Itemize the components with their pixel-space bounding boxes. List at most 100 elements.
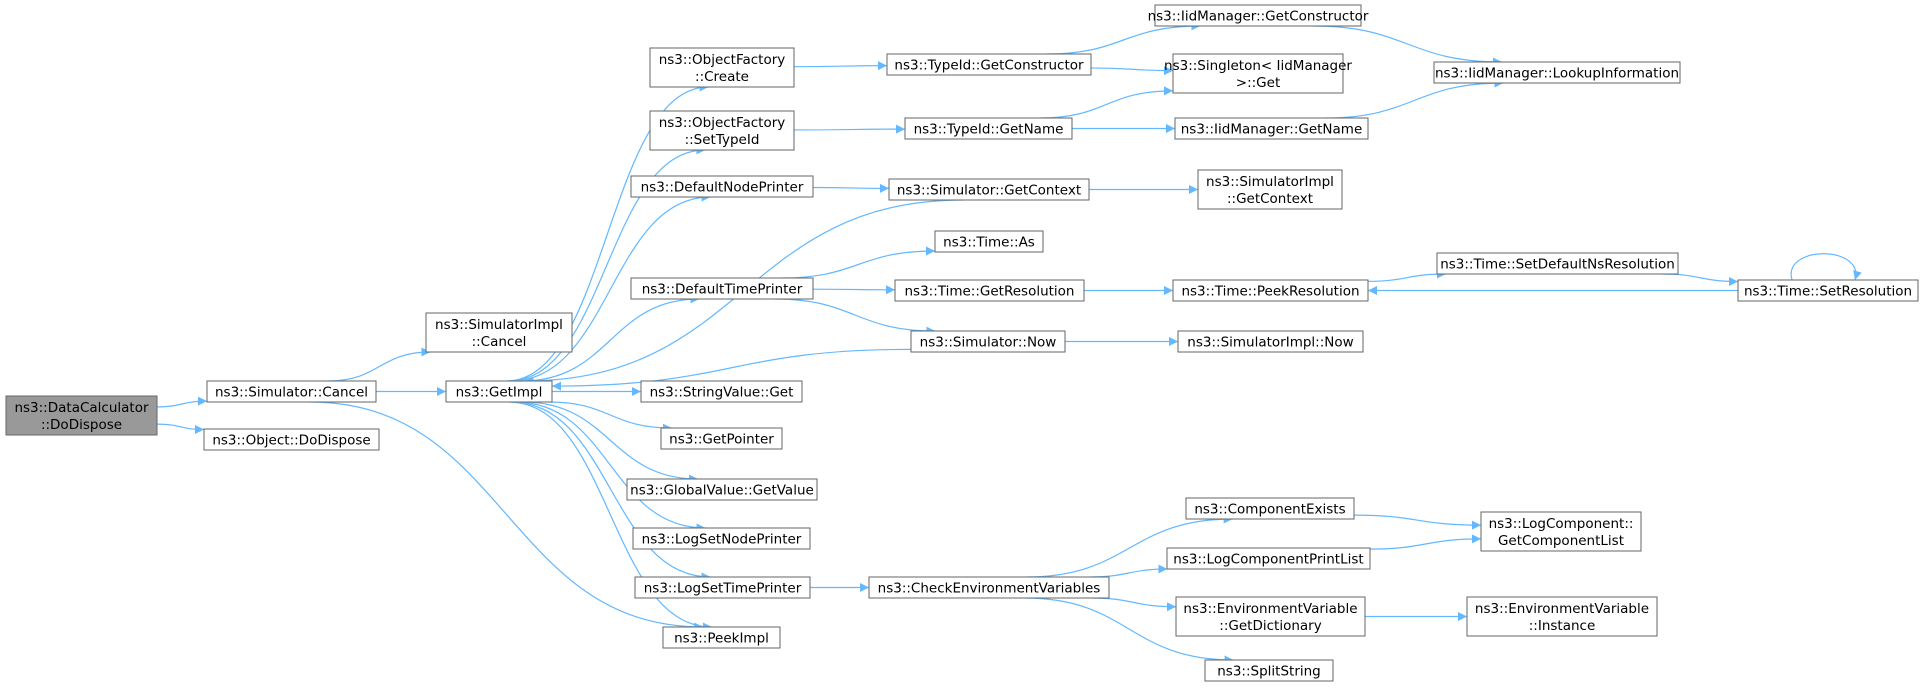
node-box <box>626 478 818 501</box>
node-simulator_getcontext[interactable]: ns3::Simulator::GetContext <box>888 178 1090 201</box>
edge-time_setresolution-to-time_setresolution <box>1790 253 1862 281</box>
node-box <box>1436 252 1679 275</box>
node-label: ns3::Time::As <box>943 235 1035 251</box>
edge-logcomponentprintlist-to-logcomponent_getcomponentlist <box>1369 534 1482 550</box>
edge-defaulttimeprinter-to-time_as <box>781 246 936 279</box>
node-iidmanager_getname[interactable]: ns3::IidManager::GetName <box>1174 117 1369 140</box>
edge-typeid_getconstructor-to-iidmanager_getconstructor <box>1046 21 1201 55</box>
node-box <box>1197 169 1343 210</box>
node-box <box>1172 53 1344 94</box>
node-label: ns3::IidManager::LookupInformation <box>1435 66 1679 82</box>
node-label: ns3::StringValue::Get <box>650 385 794 401</box>
node-splitstring[interactable]: ns3::SplitString <box>1204 659 1334 682</box>
node-box <box>886 53 1092 76</box>
node-box <box>630 175 814 198</box>
edge-getimpl-to-peekimpl <box>508 401 713 632</box>
edge-iidmanager_getname-to-iidmanager_lookupinformation <box>1325 78 1504 119</box>
node-object_dodispose[interactable]: ns3::Object::DoDispose <box>203 428 380 451</box>
edge-checkenvvars-to-componentexists <box>1026 514 1233 578</box>
node-envvar_getdictionary[interactable]: ns3::EnvironmentVariable::GetDictionary <box>1175 596 1366 637</box>
node-simimpl_now[interactable]: ns3::SimulatorImpl::Now <box>1177 330 1364 353</box>
node-simimpl_getcontext[interactable]: ns3::SimulatorImpl::GetContext <box>1197 169 1343 210</box>
node-time_as[interactable]: ns3::Time::As <box>934 230 1044 253</box>
node-getimpl[interactable]: ns3::GetImpl <box>445 380 553 403</box>
node-label: ns3::ComponentExists <box>1194 502 1345 518</box>
node-label: ns3::TypeId::GetConstructor <box>894 58 1084 74</box>
node-box <box>1480 511 1642 552</box>
node-componentexists[interactable]: ns3::ComponentExists <box>1185 497 1355 520</box>
node-label: ::Create <box>695 69 749 85</box>
node-envvar_instance[interactable]: ns3::EnvironmentVariable::Instance <box>1466 596 1658 637</box>
node-box <box>634 576 811 599</box>
node-logcomponentprintlist[interactable]: ns3::LogComponentPrintList <box>1166 547 1371 570</box>
edge-getimpl-to-objfactory_create <box>506 82 709 382</box>
node-logcomponent_getcomponentlist[interactable]: ns3::LogComponent::GetComponentList <box>1480 511 1642 552</box>
edge-objfactory_settypeid-to-typeid_getname <box>793 124 906 134</box>
node-getpointer[interactable]: ns3::GetPointer <box>660 427 783 450</box>
node-label: ::GetContext <box>1227 191 1313 207</box>
node-label: ns3::Simulator::Cancel <box>215 385 368 401</box>
node-label: ns3::Time::SetResolution <box>1744 284 1912 300</box>
node-box <box>206 380 377 403</box>
node-peekimpl[interactable]: ns3::PeekImpl <box>662 626 781 649</box>
node-simimpl_cancel[interactable]: ns3::SimulatorImpl::Cancel <box>425 312 573 353</box>
node-box <box>1177 330 1364 353</box>
node-singleton_iidmanager_get[interactable]: ns3::Singleton< IidManager>::Get <box>1164 53 1352 94</box>
node-objfactory_create[interactable]: ns3::ObjectFactory::Create <box>649 47 795 88</box>
node-label: >::Get <box>1236 75 1280 91</box>
edge-checkenvvars-to-envvar_getdictionary <box>1090 597 1177 612</box>
node-label: ns3::Time::SetDefaultNsResolution <box>1440 257 1675 273</box>
node-checkenvvars[interactable]: ns3::CheckEnvironmentVariables <box>868 576 1110 599</box>
edge-objfactory_create-to-typeid_getconstructor <box>793 61 888 71</box>
node-iidmanager_getconstructor[interactable]: ns3::IidManager::GetConstructor <box>1148 4 1369 27</box>
node-time_getresolution[interactable]: ns3::Time::GetResolution <box>894 279 1085 302</box>
edge-componentexists-to-logcomponent_getcomponentlist <box>1353 514 1482 530</box>
edge-checkenvvars-to-logcomponentprintlist <box>1090 564 1168 578</box>
node-objfactory_settypeid[interactable]: ns3::ObjectFactory::SetTypeId <box>649 110 795 151</box>
node-iidmanager_lookupinformation[interactable]: ns3::IidManager::LookupInformation <box>1433 61 1681 84</box>
node-label: ns3::SimulatorImpl <box>435 317 563 333</box>
node-typeid_getname[interactable]: ns3::TypeId::GetName <box>904 117 1073 140</box>
node-box <box>445 380 553 403</box>
node-label: ns3::DefaultTimePrinter <box>642 282 803 298</box>
node-simulator_now[interactable]: ns3::Simulator::Now <box>910 330 1066 353</box>
node-box <box>1204 659 1334 682</box>
node-stringvalue_get[interactable]: ns3::StringValue::Get <box>640 380 803 403</box>
node-box <box>632 527 811 550</box>
node-box <box>1737 279 1919 302</box>
node-typeid_getconstructor[interactable]: ns3::TypeId::GetConstructor <box>886 53 1092 76</box>
node-time_peekresolution[interactable]: ns3::Time::PeekResolution <box>1172 279 1369 302</box>
node-label: ns3::IidManager::GetConstructor <box>1148 9 1369 25</box>
node-label: ns3::SimulatorImpl::Now <box>1187 335 1353 351</box>
node-box <box>1175 596 1366 637</box>
node-box <box>904 117 1073 140</box>
node-time_setdefaultnsresolution[interactable]: ns3::Time::SetDefaultNsResolution <box>1436 252 1679 275</box>
node-box <box>1166 547 1371 570</box>
node-box <box>660 427 783 450</box>
node-box <box>649 110 795 151</box>
node-defaulttimeprinter[interactable]: ns3::DefaultTimePrinter <box>630 277 814 300</box>
edge-checkenvvars-to-splitstring <box>1024 597 1234 665</box>
node-box <box>1433 61 1681 84</box>
node-defaultnodeprinter[interactable]: ns3::DefaultNodePrinter <box>630 175 814 198</box>
node-datacalc_dodispose[interactable]: ns3::DataCalculator::DoDispose <box>5 395 158 436</box>
node-label: ns3::PeekImpl <box>674 631 769 647</box>
edge-getimpl-to-getpointer <box>548 401 672 433</box>
node-label: ns3::EnvironmentVariable <box>1475 601 1649 617</box>
node-box <box>894 279 1085 302</box>
node-box <box>5 395 158 436</box>
edge-datacalc_dodispose-to-object_dodispose <box>156 423 205 434</box>
node-label: ns3::GetPointer <box>669 432 774 448</box>
node-label: ::Instance <box>1529 618 1596 634</box>
node-box <box>640 380 803 403</box>
node-logsetnodeprinter[interactable]: ns3::LogSetNodePrinter <box>632 527 811 550</box>
node-time_setresolution[interactable]: ns3::Time::SetResolution <box>1737 279 1919 302</box>
node-simulator_cancel[interactable]: ns3::Simulator::Cancel <box>206 380 377 403</box>
node-logsettimeprinter[interactable]: ns3::LogSetTimePrinter <box>634 576 811 599</box>
node-label: ns3::LogSetTimePrinter <box>644 581 802 597</box>
edge-getimpl-to-logsettimeprinter <box>510 401 711 582</box>
node-globalvalue_getvalue[interactable]: ns3::GlobalValue::GetValue <box>626 478 818 501</box>
node-box <box>662 626 781 649</box>
edge-simulator_cancel-to-simimpl_cancel <box>328 347 431 382</box>
